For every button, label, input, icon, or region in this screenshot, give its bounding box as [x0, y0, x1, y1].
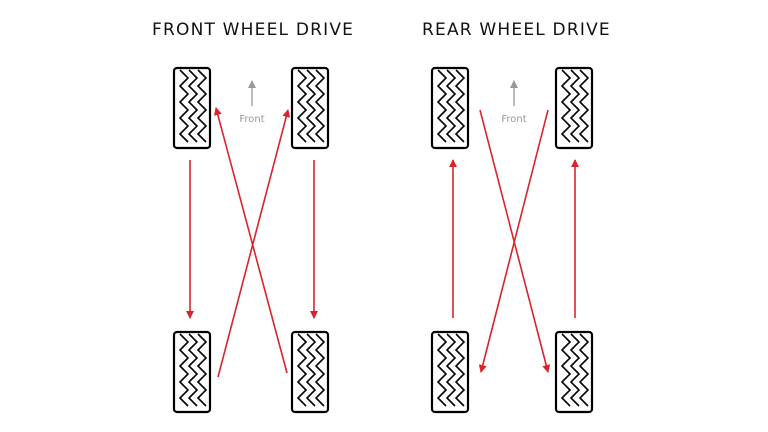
tire-tread-line	[560, 69, 572, 143]
tire-tread-line	[436, 69, 448, 143]
front-indicator-label: Front	[239, 114, 264, 125]
arrow-rear-right-to-front-left	[213, 107, 288, 374]
tire-tread-line	[569, 333, 581, 407]
tire-tread-line	[187, 333, 199, 407]
tire-tread-line	[187, 69, 199, 143]
tire-tread-line	[578, 69, 590, 143]
tire-rear-right	[290, 330, 330, 414]
tire-tread-line	[454, 333, 466, 407]
tire-rear-left	[172, 330, 212, 414]
tire-tread-line	[196, 69, 208, 143]
panel-title-front-wheel-drive: FRONT WHEEL DRIVE	[152, 20, 355, 40]
arrow-front-left-to-rear-right	[479, 109, 551, 373]
tire-tread-line	[314, 69, 326, 143]
tire-tread-line	[445, 333, 457, 407]
tire-front-left	[430, 66, 470, 150]
tire-tread-line	[296, 333, 308, 407]
tire-tread-line	[578, 333, 590, 407]
tire-tread-line	[178, 333, 190, 407]
tire-tread-line	[314, 333, 326, 407]
tire-tread-line	[196, 333, 208, 407]
tire-tread-line	[305, 333, 317, 407]
tire-rear-left	[430, 330, 470, 414]
tire-tread-line	[560, 333, 572, 407]
tire-tread-line	[569, 69, 581, 143]
tire-tread-line	[445, 69, 457, 143]
tire-front-right	[290, 66, 330, 150]
tire-tread-line	[436, 333, 448, 407]
tire-rear-right	[554, 330, 594, 414]
tire-tread-line	[296, 69, 308, 143]
rear-wheel-drive-panel: Front	[430, 66, 594, 414]
front-wheel-drive-panel: Front	[172, 66, 330, 414]
front-indicator-label: Front	[501, 114, 526, 125]
tire-front-left	[172, 66, 212, 150]
tire-tread-line	[305, 69, 317, 143]
tire-tread-line	[178, 69, 190, 143]
panel-title-rear-wheel-drive: REAR WHEEL DRIVE	[422, 20, 611, 40]
tire-front-right	[554, 66, 594, 150]
tire-tread-line	[454, 69, 466, 143]
